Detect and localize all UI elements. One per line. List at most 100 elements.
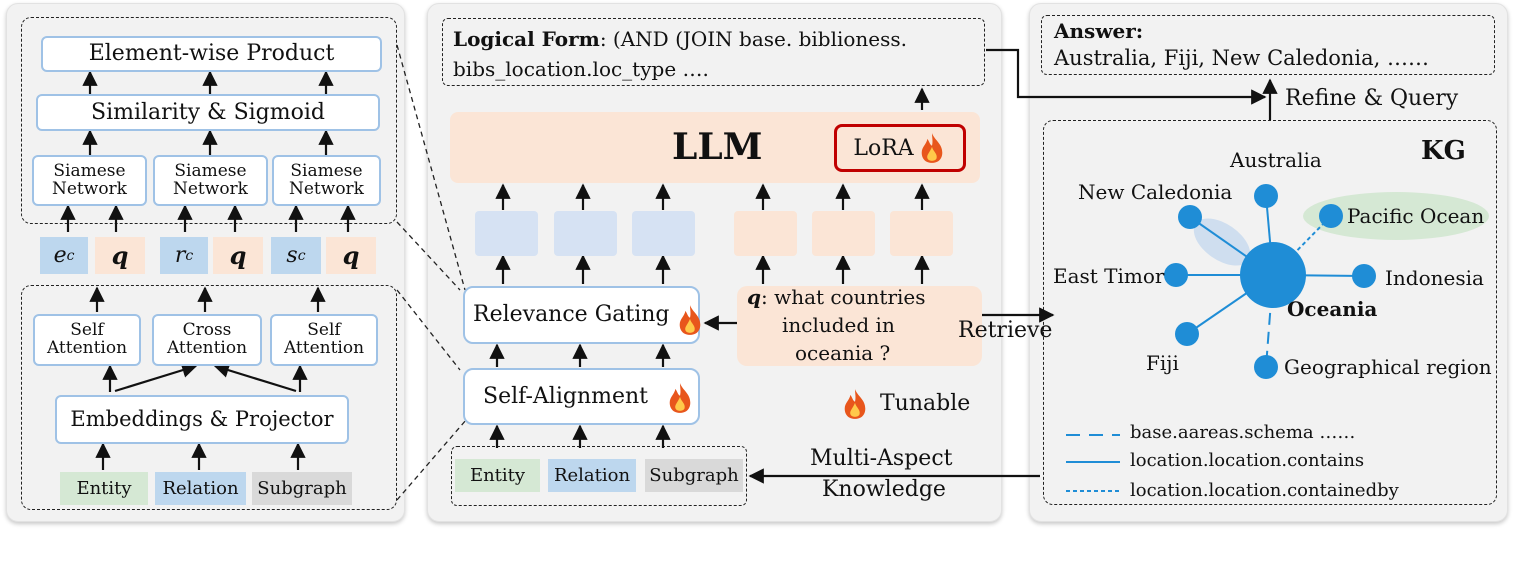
- element-wise-product-box: Element-wise Product: [41, 36, 382, 72]
- lora-box: LoRA: [834, 124, 966, 172]
- relevance-gating-box: Relevance Gating: [463, 286, 700, 344]
- legend-schema-label: base.aareas.schema ……: [1130, 422, 1356, 443]
- text-embedding-token: [890, 211, 953, 256]
- token-base: s: [286, 243, 298, 268]
- kg-title: KG: [1421, 136, 1466, 166]
- question-text-1: : what countries: [760, 285, 926, 309]
- multi-aspect-label-2: Knowledge: [822, 477, 946, 502]
- arrow: [986, 48, 1267, 105]
- subgraph-input-label: Subgraph: [257, 478, 347, 499]
- subgraph-input-chip: Subgraph: [645, 459, 743, 492]
- legend-contains-label: location.location.contains: [1130, 450, 1365, 471]
- kg-node-new-caledonia: [1178, 205, 1202, 229]
- flame-icon: [921, 133, 942, 163]
- arrow: [213, 362, 297, 393]
- logical-form-line1: Logical Form: (AND (JOIN base. bibliones…: [453, 27, 907, 51]
- question-line3: oceania ?: [795, 341, 891, 365]
- siamese-line1: Siamese: [174, 160, 247, 181]
- entity-input-label: Entity: [469, 465, 526, 486]
- kg-node-fiji: [1175, 322, 1199, 346]
- siamese-network-box: Siamese Network: [153, 155, 268, 206]
- refine-query-label: Refine & Query: [1285, 86, 1459, 111]
- self-attention-box: Self Attention: [270, 314, 378, 366]
- fusion-group: [21, 17, 397, 224]
- question-box: [737, 286, 982, 366]
- lora-label: LoRA: [853, 135, 914, 161]
- siamese-line1: Siamese: [53, 160, 126, 181]
- kg-edge: [1265, 274, 1274, 368]
- entity-input-chip: Entity: [60, 472, 148, 505]
- kg-label-geographical-region: Geographical region: [1284, 355, 1492, 379]
- kg-embedding-token: [475, 211, 538, 256]
- answer-label: Answer:: [1054, 19, 1144, 43]
- similarity-sigmoid-label: Similarity & Sigmoid: [91, 99, 325, 125]
- kg-label-oceania: Oceania: [1287, 297, 1378, 321]
- pacific-ocean-highlight: [1303, 192, 1489, 240]
- kg-node-pacific-ocean: [1319, 204, 1343, 228]
- kg-node-oceania: [1240, 242, 1306, 308]
- attention-line1: Self: [70, 320, 104, 341]
- kg-node-geographical-region: [1254, 355, 1278, 379]
- token-sub: c: [66, 247, 75, 264]
- embeddings-projector-box: Embeddings & Projector: [55, 395, 349, 444]
- self-alignment-label: Self-Alignment: [483, 383, 649, 409]
- zoom-guide: [396, 44, 466, 291]
- kg-node-indonesia: [1352, 264, 1376, 288]
- question-line1: q: what countries: [747, 285, 926, 309]
- attention-line1: Self: [307, 320, 341, 341]
- multi-aspect-label-1: Multi-Aspect: [810, 446, 953, 471]
- middle-input-group: [451, 446, 747, 506]
- kg-label-pacific-ocean: Pacific Ocean: [1347, 204, 1485, 228]
- tunable-label: Tunable: [880, 391, 971, 416]
- kg-label-indonesia: Indonesia: [1385, 266, 1484, 290]
- kg-embedding-token: [632, 211, 695, 256]
- kg-node-east-timor: [1164, 263, 1188, 287]
- relation-input-chip: Relation: [548, 459, 636, 492]
- kg-node-australia: [1254, 184, 1278, 208]
- siamese-line2: Network: [289, 178, 364, 199]
- token-base: q: [111, 241, 129, 270]
- siamese-network-box: Siamese Network: [272, 155, 381, 206]
- token-sub: c: [185, 247, 194, 264]
- arrow: [114, 362, 198, 393]
- token-base: q: [342, 241, 360, 270]
- logical-form-box: [442, 18, 985, 86]
- text-embedding-token: [812, 211, 875, 256]
- logical-form-line2: bibs_location.loc_type ….: [453, 57, 709, 81]
- token-sub: c: [297, 247, 306, 264]
- question-line2: included in: [782, 313, 895, 337]
- kg-label-east-timor: East Timor: [1053, 264, 1165, 288]
- self-attention-box: Self Attention: [33, 314, 141, 366]
- question-token: q: [326, 237, 376, 274]
- text-embedding-token: [734, 211, 797, 256]
- zoom-guide: [396, 221, 461, 291]
- element-wise-product-label: Element-wise Product: [88, 41, 335, 67]
- token-base: e: [53, 243, 67, 268]
- siamese-line1: Siamese: [290, 160, 363, 181]
- subgraph-input-label: Subgraph: [649, 465, 739, 486]
- kg-label-australia: Australia: [1230, 148, 1322, 172]
- siamese-network-box: Siamese Network: [32, 155, 147, 206]
- entity-input-label: Entity: [76, 478, 132, 499]
- entity-input-chip: Entity: [455, 459, 540, 492]
- subgraph-input-chip: Subgraph: [252, 472, 352, 505]
- relevance-gating-label: Relevance Gating: [473, 302, 670, 328]
- logical-form-label: Logical Form: [453, 27, 600, 51]
- zoom-guide: [396, 289, 461, 371]
- question-label: q: [747, 285, 761, 309]
- relation-input-label: Relation: [553, 465, 631, 486]
- token-base: r: [174, 243, 186, 268]
- answer-text: Australia, Fiji, New Caledonia, ……: [1054, 46, 1430, 70]
- flame-icon: [844, 389, 866, 419]
- attention-group: [21, 285, 397, 510]
- llm-label: LLM: [672, 126, 763, 168]
- attention-line1: Cross: [182, 320, 232, 341]
- question-token: q: [95, 237, 145, 274]
- attention-line2: Attention: [46, 338, 128, 358]
